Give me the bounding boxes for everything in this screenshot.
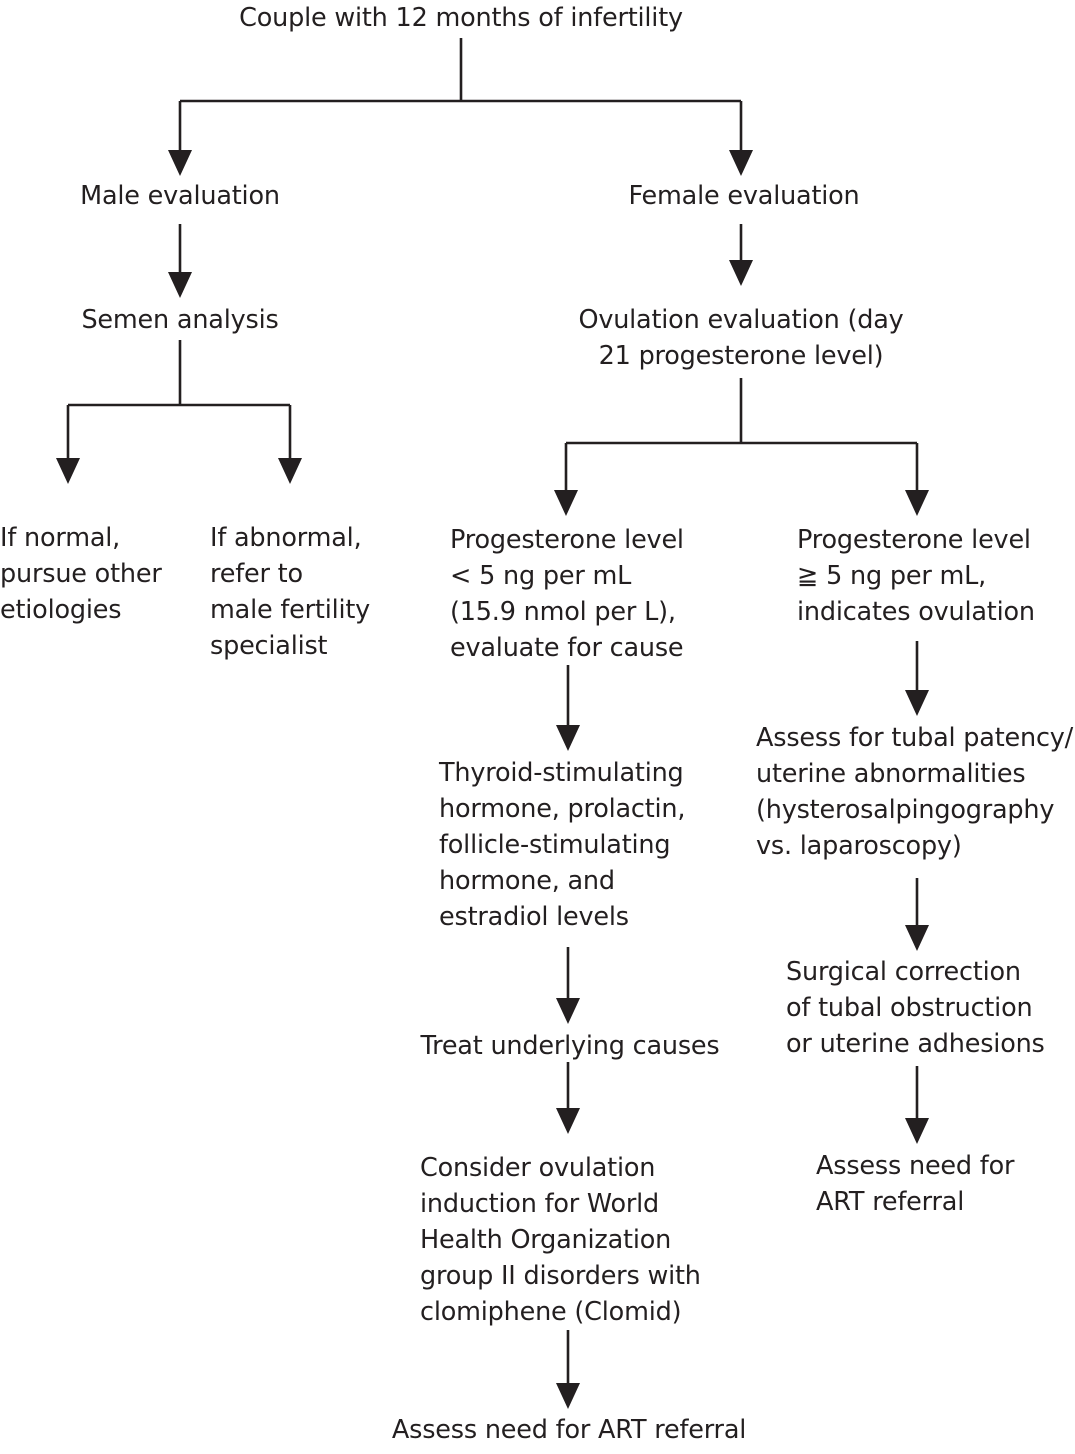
node-art-referral-right: Assess need for ART referral [816,1151,1015,1217]
node-tubal-patency: Assess for tubal patency/ uterine abnorm… [756,723,1074,861]
node-art-referral-center: Assess need for ART referral [391,1415,747,1445]
arrowhead-art-referral-center [556,1383,580,1409]
node-surgical-correction: Surgical correction of tubal obstruction… [786,957,1045,1059]
node-ovulation-induction: Consider ovulation induction for World H… [420,1153,701,1327]
node-semen-normal: If normal, pursue other etiologies [0,523,162,625]
node-male-evaluation: Male evaluation [80,181,280,211]
node-progesterone-low: Progesterone level < 5 ng per mL (15.9 n… [450,525,684,663]
node-semen-abnormal: If abnormal, refer to male fertility spe… [210,523,371,661]
arrowhead-progesterone-high [905,490,929,516]
node-treat-causes: Treat underlying causes [420,1031,720,1061]
arrowhead-semen-analysis [168,272,192,298]
arrowhead-semen-abnormal [278,458,302,484]
arrowhead-hormone-panel [556,725,580,751]
arrowhead-art-referral-right [905,1118,929,1144]
node-hormone-panel: Thyroid-stimulating hormone, prolactin, … [439,758,686,932]
node-progesterone-high: Progesterone level ≧ 5 ng per mL, indica… [797,525,1035,627]
node-ovulation-evaluation: Ovulation evaluation (day 21 progesteron… [578,305,904,371]
arrowhead-female-eval [729,150,753,176]
arrowhead-surgical-correction [905,925,929,951]
arrowhead-progesterone-low [554,490,578,516]
node-semen-analysis: Semen analysis [81,305,279,335]
arrowhead-male-eval [168,150,192,176]
arrowhead-semen-normal [56,458,80,484]
node-female-evaluation: Female evaluation [628,181,860,211]
node-root: Couple with 12 months of infertility [239,3,683,33]
arrowhead-ovulation-eval [729,260,753,286]
arrowhead-ovulation-induction [556,1108,580,1134]
arrowhead-treat-causes [556,998,580,1024]
arrowhead-tubal-patency [905,690,929,716]
